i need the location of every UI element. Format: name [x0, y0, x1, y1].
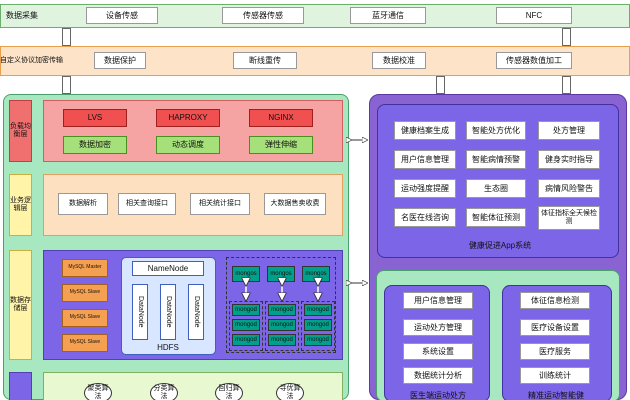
device-sensing-box: 设备传感 — [86, 7, 158, 24]
algo-layer-label — [9, 372, 32, 400]
optimization-algo-node: 寻优算法 — [276, 383, 304, 400]
connector — [562, 76, 571, 94]
mysql-slave-box: MySQL Slave — [62, 309, 108, 327]
mysql-master-box: MySQL Master — [62, 259, 108, 277]
mongod-node: mongod — [304, 334, 332, 346]
shard-group — [301, 301, 335, 351]
doctor-item: 运动处方管理 — [403, 319, 473, 336]
app-item: 健康档案生成 — [394, 121, 456, 140]
mongod-node: mongod — [232, 334, 260, 346]
app-item: 名医在线咨询 — [394, 208, 456, 227]
app-item: 病情风险警告 — [538, 179, 600, 198]
datanode-box: DataNode — [188, 284, 204, 340]
sensor-sensing-box: 传感器传感 — [222, 7, 304, 24]
elastic-scaling-box: 弹性伸缩 — [249, 136, 313, 154]
protocol-label: 自定义协议加密传输 — [0, 56, 63, 64]
query-api-box: 相关查询接口 — [118, 193, 176, 215]
app-item: 智能体征预测 — [466, 208, 526, 227]
doctor-app-title: 医生端运动处方 — [410, 391, 466, 400]
biz-layer-label: 业务逻辑层 — [9, 174, 32, 236]
mongod-node: mongod — [304, 304, 332, 316]
nfc-box: NFC — [496, 7, 572, 24]
sensor-value-box: 传感器数值加工 — [496, 52, 572, 69]
connector — [562, 28, 571, 46]
clustering-algo-node: 聚类算法 — [84, 383, 112, 400]
app-system-title: 健康促进App系统 — [468, 241, 532, 251]
classification-algo-node: 分类算法 — [150, 383, 178, 400]
bluetooth-box: 蓝牙通信 — [350, 7, 426, 24]
reconnect-box: 断线重传 — [233, 52, 297, 69]
regression-algo-node: 回归算法 — [215, 383, 243, 400]
mongod-node: mongod — [232, 304, 260, 316]
doctor-item: 系统设置 — [403, 343, 473, 360]
app-item: 运动强度提醒 — [394, 179, 456, 198]
bigdata-sales-box: 大数据售卖收费 — [264, 193, 326, 215]
monitor-item: 医疗设备设置 — [520, 319, 590, 336]
storage-layer-label: 数据存储层 — [9, 250, 32, 360]
data-parsing-box: 数据解析 — [58, 193, 108, 215]
dynamic-scheduling-box: 动态调度 — [156, 136, 220, 154]
namenode-box: NameNode — [132, 261, 204, 276]
hdfs-label: HDFS — [157, 343, 179, 353]
app-item: 处方管理 — [538, 121, 600, 140]
datanode-box: DataNode — [132, 284, 148, 340]
connector — [436, 76, 445, 94]
monitor-app-title: 精准运动智能健 — [528, 391, 584, 400]
app-item: 体征指标全天候检测 — [538, 206, 600, 230]
app-item: 智能处方优化 — [466, 121, 526, 140]
app-item: 智能病情预警 — [466, 150, 526, 169]
doctor-item: 数据统计分析 — [403, 367, 473, 384]
stats-api-box: 相关统计接口 — [190, 193, 250, 215]
data-encryption-box: 数据加密 — [63, 136, 127, 154]
connector — [62, 76, 71, 94]
mongod-node: mongod — [268, 319, 296, 331]
haproxy-box: HAPROXY — [156, 109, 220, 127]
monitor-item: 体征信息检测 — [520, 292, 590, 309]
mongo-cluster — [226, 257, 336, 353]
shard-group — [265, 301, 299, 351]
app-item: 用户信息管理 — [394, 150, 456, 169]
shard-group — [229, 301, 263, 351]
mongod-node: mongod — [232, 319, 260, 331]
mysql-slave-box: MySQL Slave — [62, 284, 108, 302]
lvs-box: LVS — [63, 109, 127, 127]
connector — [62, 28, 71, 46]
mysql-slave-box: MySQL Slave — [62, 334, 108, 352]
data-collection-label: 数据采集 — [6, 11, 38, 21]
mongod-node: mongod — [268, 304, 296, 316]
nginx-box: NGINX — [249, 109, 313, 127]
mongod-node: mongod — [268, 334, 296, 346]
mongod-node: mongod — [304, 319, 332, 331]
lb-layer-label: 负载均衡层 — [9, 100, 32, 162]
monitor-item: 医疗服务 — [520, 343, 590, 360]
doctor-item: 用户信息管理 — [403, 292, 473, 309]
monitor-item: 训练统计 — [520, 367, 590, 384]
data-protection-box: 数据保护 — [94, 52, 146, 69]
data-calibration-box: 数据校准 — [372, 52, 426, 69]
app-item: 健身实时指导 — [538, 150, 600, 169]
datanode-box: DataNode — [160, 284, 176, 340]
app-item: 生态圈 — [466, 179, 526, 198]
